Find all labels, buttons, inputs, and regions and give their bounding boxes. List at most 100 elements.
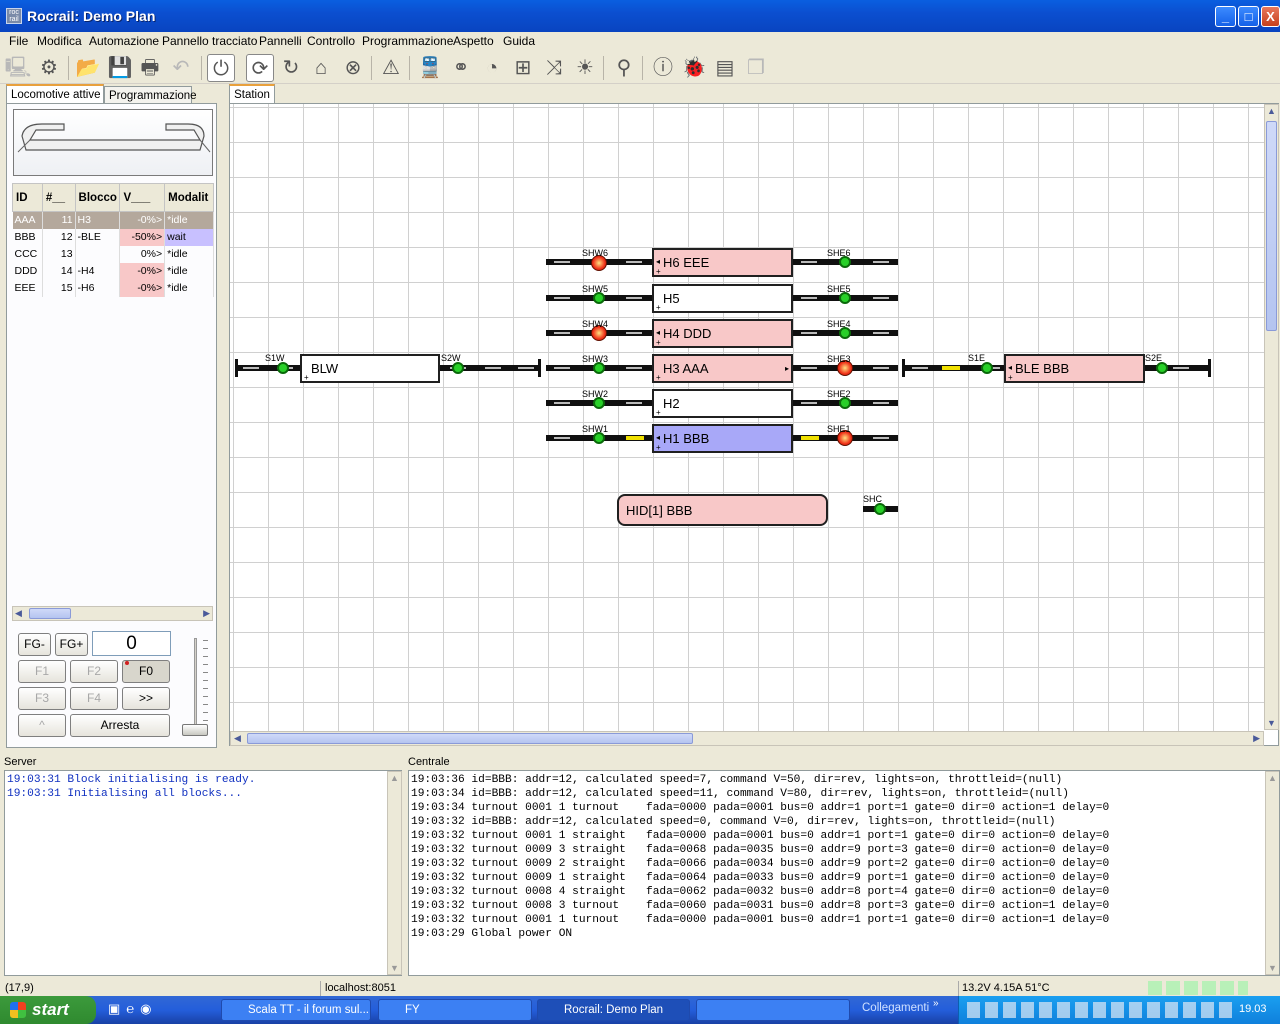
- stop-button[interactable]: Arresta: [70, 714, 170, 737]
- reset-icon[interactable]: ↻: [282, 57, 300, 79]
- scroll-up-icon[interactable]: ▲: [1267, 106, 1276, 116]
- booster-indicators: [1148, 981, 1248, 995]
- col-block[interactable]: Blocco: [74, 183, 121, 212]
- table-row[interactable]: EEE 15 -H6 -0%> *idle: [12, 279, 214, 297]
- col-speed[interactable]: V___: [119, 183, 166, 212]
- f1-button[interactable]: F1: [18, 660, 66, 683]
- plan-hscrollbar[interactable]: ◀ ▶: [230, 731, 1264, 746]
- tab-locomotive-attive[interactable]: Locomotive attive: [6, 84, 104, 104]
- server-log[interactable]: 19:03:31 Block initialising is ready. 19…: [4, 770, 402, 976]
- loco-table-hscrollbar[interactable]: ◀ ▶: [12, 606, 213, 621]
- menu-pannelli[interactable]: Pannelli: [259, 34, 302, 48]
- menu-file[interactable]: File: [9, 34, 29, 48]
- menu-pannello-tracciato[interactable]: Pannello tracciato: [162, 34, 258, 48]
- scroll-thumb[interactable]: [247, 733, 693, 744]
- col-mode[interactable]: Modalit: [164, 183, 214, 212]
- print-icon[interactable]: 🖶: [140, 57, 160, 79]
- slider-thumb[interactable]: [182, 724, 208, 736]
- settings-icon[interactable]: ⚙: [40, 57, 58, 79]
- scroll-right-icon[interactable]: ▶: [1253, 733, 1260, 743]
- browser-icon[interactable]: ◉: [140, 1001, 158, 1016]
- scroll-thumb[interactable]: [29, 608, 71, 619]
- train-icon[interactable]: 🚆: [417, 57, 443, 79]
- clock: 19.03: [1239, 1003, 1267, 1015]
- centrale-log[interactable]: 19:03:36 id=BBB: addr=12, calculated spe…: [408, 770, 1280, 976]
- table-row[interactable]: DDD 14 -H4 -0%> *idle: [12, 262, 214, 280]
- scroll-thumb[interactable]: [1266, 121, 1277, 331]
- warning-icon[interactable]: ⚠: [382, 57, 400, 79]
- task-scala-tt[interactable]: Scala TT - il forum sul...: [221, 999, 371, 1021]
- links-toolbar[interactable]: Collegamenti: [862, 1002, 930, 1014]
- maximize-button[interactable]: □: [1238, 6, 1259, 27]
- undo-icon[interactable]: ↶: [172, 57, 190, 79]
- scroll-left-icon[interactable]: ◀: [234, 733, 241, 743]
- home-icon[interactable]: ⌂: [314, 57, 328, 79]
- f4-button[interactable]: F4: [70, 687, 118, 710]
- direction-button[interactable]: ^: [18, 714, 66, 737]
- col-addr[interactable]: #__: [41, 183, 76, 212]
- speed-slider[interactable]: [182, 638, 209, 738]
- auto-mode-icon[interactable]: ⟳: [246, 54, 274, 82]
- light-icon[interactable]: ☀: [576, 57, 594, 79]
- speedometer-icon[interactable]: ◔: [485, 57, 499, 79]
- blocks-icon[interactable]: ⊞: [514, 57, 532, 79]
- stop-all-icon[interactable]: ⊗: [344, 57, 362, 79]
- task-rocrail[interactable]: Rocrail: Demo Plan: [537, 999, 690, 1021]
- power-icon[interactable]: ⏻: [207, 54, 235, 82]
- menu-aspetto[interactable]: Aspetto: [453, 34, 494, 48]
- fg-minus-button[interactable]: FG-: [18, 633, 51, 656]
- close-button[interactable]: X: [1261, 6, 1280, 27]
- open-icon[interactable]: 📂: [75, 57, 101, 79]
- desktop-icon[interactable]: ▣: [108, 1001, 127, 1016]
- bug-icon[interactable]: 🐞: [681, 57, 707, 79]
- menu-modifica[interactable]: Modifica: [37, 34, 82, 48]
- ie-icon[interactable]: ℮: [126, 1001, 141, 1016]
- centrale-log-line: 19:03:34 id=BBB: addr=12, calculated spe…: [411, 788, 1069, 800]
- task-fy[interactable]: FY: [378, 999, 532, 1021]
- table-row[interactable]: AAA 11 H3 -0%> *idle: [12, 211, 214, 229]
- scroll-down-icon[interactable]: ▼: [1267, 718, 1276, 728]
- info-icon[interactable]: ⓘ: [653, 57, 673, 79]
- f0-button[interactable]: F0: [122, 660, 170, 683]
- server-log-scrollbar[interactable]: ▲ ▼: [387, 771, 402, 975]
- pages-icon[interactable]: ❐: [747, 57, 765, 79]
- centrale-log-scrollbar[interactable]: ▲ ▼: [1265, 771, 1279, 975]
- task-console[interactable]: [696, 999, 850, 1021]
- centrale-log-line: 19:03:29 Global power ON: [411, 928, 573, 940]
- system-tray: 19.03: [958, 996, 1280, 1024]
- loco-image: [13, 109, 213, 176]
- centrale-log-line: 19:03:32 turnout 0009 2 straight fada=00…: [411, 858, 1110, 870]
- tab-station[interactable]: Station: [229, 84, 275, 104]
- scroll-right-icon[interactable]: ▶: [203, 608, 210, 618]
- chevron-right-icon[interactable]: »: [933, 998, 939, 1009]
- menu-automazione[interactable]: Automazione: [89, 34, 160, 48]
- scroll-left-icon[interactable]: ◀: [15, 608, 22, 618]
- shuffle-icon[interactable]: ⤨: [546, 57, 562, 79]
- table-row[interactable]: CCC 13 0%> *idle: [12, 245, 214, 263]
- menu-guida[interactable]: Guida: [503, 34, 536, 48]
- minimize-button[interactable]: _: [1215, 6, 1236, 27]
- plan-vscrollbar[interactable]: ▲ ▼: [1264, 104, 1279, 730]
- menu-controllo[interactable]: Controllo: [307, 34, 356, 48]
- f3-button[interactable]: F3: [18, 687, 66, 710]
- save-icon[interactable]: 💾: [107, 57, 133, 79]
- table-row[interactable]: BBB 12 -BLE -50%> wait: [12, 228, 214, 246]
- tab-programmazione[interactable]: Programmazione: [104, 86, 197, 106]
- track-plan-canvas[interactable]: [229, 103, 1279, 746]
- centrale-log-line: 19:03:32 turnout 0008 4 straight fada=00…: [411, 886, 1110, 898]
- quick-launch: ▣℮◉: [108, 1001, 213, 1019]
- server-icon[interactable]: 🖳: [4, 57, 32, 79]
- menu-programmazione[interactable]: Programmazione: [362, 34, 454, 48]
- tray-icons[interactable]: [967, 1002, 1237, 1018]
- centrale-log-line: 19:03:36 id=BBB: addr=12, calculated spe…: [411, 774, 1063, 786]
- document-icon[interactable]: ▤: [715, 57, 735, 79]
- start-button[interactable]: start: [0, 996, 96, 1024]
- locomotive-icon: [17, 123, 211, 153]
- search-icon[interactable]: ⚲: [616, 57, 632, 79]
- col-id[interactable]: ID: [12, 183, 43, 212]
- f2-button[interactable]: F2: [70, 660, 118, 683]
- route-icon[interactable]: ⚭: [452, 57, 470, 79]
- more-functions-button[interactable]: >>: [122, 687, 170, 710]
- fg-plus-button[interactable]: FG+: [55, 633, 88, 656]
- window-title: Rocrail: Demo Plan: [27, 8, 156, 24]
